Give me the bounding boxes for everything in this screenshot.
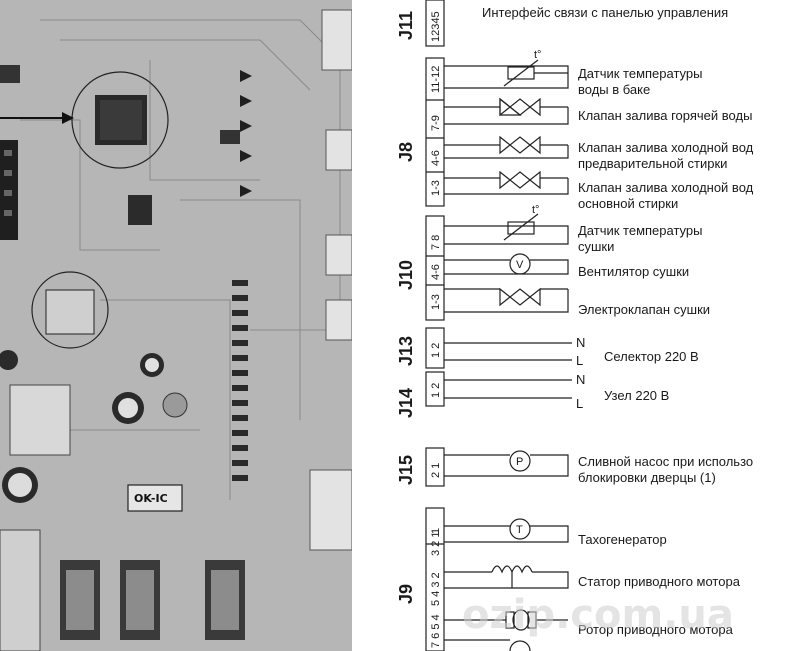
- temperature-sensor-icon: [507, 221, 535, 235]
- tachogenerator-icon: [509, 518, 531, 540]
- j10-desc-valve: Электроклапан сушки: [578, 302, 710, 317]
- connector-j9-label: J9: [396, 584, 416, 604]
- j15-pins: 2 1: [430, 463, 442, 478]
- j9-pins-1: 1: [430, 528, 442, 534]
- j8-pins-1-3: 1-3: [430, 180, 442, 196]
- j8-desc-cold-main-line1: Клапан залива холодной вод: [578, 180, 754, 195]
- connector-j9-block: [425, 507, 445, 651]
- j8-pins-11-12: 11-12: [430, 66, 442, 93]
- j10-pins-4-6: 4-6: [430, 264, 442, 280]
- connector-j10-block: [425, 215, 445, 321]
- j15-desc-line1: Сливной насос при использо: [578, 454, 753, 469]
- j8-desc-hot-valve: Клапан залива горячей воды: [578, 108, 752, 123]
- j8-desc-cold-main-line2: основной стирки: [578, 196, 678, 211]
- j10-desc-fan: Вентилятор сушки: [578, 264, 689, 279]
- wiring-schematic: J11 12345 Интерфейс связи с панелью упра…: [352, 0, 792, 651]
- connector-j13-block: [425, 327, 445, 369]
- line-letter-n-2: N: [576, 372, 585, 387]
- j13-pins: 1 2: [430, 343, 442, 358]
- line-letter-l: L: [576, 353, 583, 368]
- connector-j11-pins: 12345: [430, 11, 442, 42]
- connector-j15-block: [425, 447, 445, 487]
- tacho-symbol: T: [516, 524, 523, 536]
- connector-j8-block: [425, 57, 445, 207]
- j10-pins-7-8: 7 8: [430, 235, 442, 250]
- connector-j11-label: J11: [396, 11, 416, 40]
- line-letter-n: N: [576, 335, 585, 350]
- j8-pins-7-9: 7-9: [430, 115, 442, 131]
- connector-j11-block: [425, 0, 445, 47]
- pcb-photo: OK-IC: [0, 0, 352, 651]
- j10-desc-temp-line2: сушки: [578, 239, 614, 254]
- rotor-icon: [512, 609, 530, 631]
- j13-desc: Селектор 220 В: [604, 349, 699, 364]
- fan-icon: [509, 253, 531, 275]
- line-letter-l-2: L: [576, 396, 583, 411]
- j8-desc-cold-prewash-line2: предварительной стирки: [578, 156, 727, 171]
- valve-icon: [499, 170, 541, 190]
- connector-j10-label: J10: [396, 260, 416, 290]
- j10-desc-temp-line1: Датчик температуры: [578, 223, 702, 238]
- j9-desc-stator: Статор приводного мотора: [578, 574, 741, 589]
- j9-pins-5-4-3-2: 5 4 3 2: [430, 572, 442, 606]
- j11-description: Интерфейс связи с панелью управления: [482, 5, 728, 20]
- connector-j14-block: [425, 371, 445, 407]
- j8-desc-temp-line2: воды в баке: [578, 82, 650, 97]
- j9-desc-rotor: Ротор приводного мотора: [578, 622, 734, 637]
- pump-icon: [509, 450, 531, 472]
- j8-desc-cold-prewash-line1: Клапан залива холодной вод: [578, 140, 754, 155]
- valve-icon: [499, 287, 541, 307]
- watermark: ozip.com.ua: [462, 592, 734, 638]
- j14-desc: Узел 220 В: [604, 388, 669, 403]
- pcb-component-label: OK-IC: [134, 492, 168, 505]
- pump-symbol: P: [516, 456, 523, 468]
- valve-icon: [499, 135, 541, 155]
- connector-j15-label: J15: [396, 455, 416, 485]
- temp-symbol-label-2: t°: [532, 204, 539, 216]
- j10-pins-1-3: 1-3: [430, 294, 442, 310]
- j8-pins-4-6: 4-6: [430, 150, 442, 166]
- j15-desc-line2: блокировки дверцы (1): [578, 470, 716, 485]
- temp-symbol-label: t°: [534, 49, 541, 61]
- fan-symbol: V: [516, 259, 524, 271]
- connector-j13-label: J13: [396, 336, 416, 366]
- j9-desc-tacho: Тахогенератор: [578, 532, 667, 547]
- j14-pins: 1 2: [430, 383, 442, 398]
- connector-j14-label: J14: [396, 388, 416, 418]
- j9-pins-7-6-5-4: 7 6 5 4: [430, 614, 442, 648]
- j8-desc-temp-line1: Датчик температуры: [578, 66, 702, 81]
- connector-j8-label: J8: [396, 142, 416, 162]
